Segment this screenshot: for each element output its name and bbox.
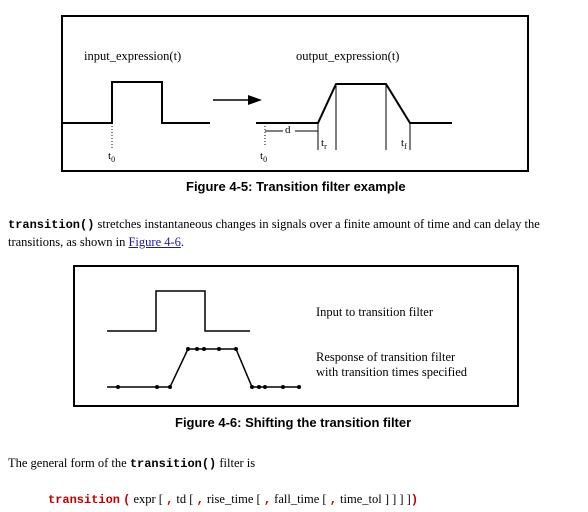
general-form-text-end: filter is (216, 456, 256, 470)
syntax-open-paren: ( (123, 493, 131, 507)
transition-keyword: transition() (8, 218, 95, 232)
figure-frame (61, 15, 529, 172)
input-to-filter-label: Input to transition filter (316, 305, 434, 319)
t0-label-left: t0 (108, 150, 115, 164)
syntax-comma: , (196, 493, 204, 507)
paragraph-text: stretches instantaneous changes in signa… (8, 217, 540, 249)
fall-time-label: tf (401, 137, 407, 151)
description-paragraph: transition() stretches instantaneous cha… (8, 216, 586, 251)
figure-frame (73, 265, 519, 407)
syntax-args: fall_time [ (274, 492, 327, 506)
sample-point (257, 385, 261, 389)
sample-point (263, 385, 267, 389)
general-form-text: The general form of the (8, 456, 130, 470)
syntax-line: transition ( expr [ , td [ , rise_time [… (48, 491, 418, 509)
figure-4-6-caption: Figure 4-6: Shifting the transition filt… (175, 415, 412, 430)
syntax-comma: , (329, 493, 337, 507)
response-label-line2: with transition times specified (316, 365, 468, 379)
sample-point (217, 347, 221, 351)
transition-keyword: transition() (129, 457, 217, 471)
syntax-close-paren: ) (410, 493, 419, 507)
output-expression-label: output_expression(t) (296, 49, 399, 63)
syntax-args: time_tol ] ] ] ] (340, 492, 411, 506)
sample-point (202, 347, 206, 351)
delay-label: d (285, 124, 291, 136)
response-waveform (107, 348, 300, 388)
sample-point (281, 385, 285, 389)
sample-point (155, 385, 159, 389)
syntax-args: expr [ (133, 492, 163, 506)
syntax-comma: , (166, 493, 174, 507)
figure-4-5-caption: Figure 4-5: Transition filter example (186, 179, 406, 194)
rise-time-label: tr (321, 137, 327, 151)
sample-point (234, 347, 238, 351)
sample-point (116, 385, 120, 389)
sample-point (168, 385, 172, 389)
paragraph-end: . (180, 235, 185, 249)
syntax-args: td [ (176, 492, 194, 506)
figure-4-6-diagram: Input to transition filter Response of t… (73, 265, 519, 407)
figure-4-6-link[interactable]: Figure 4-6 (128, 235, 181, 249)
syntax-args: rise_time [ (206, 492, 261, 506)
output-waveform (256, 83, 452, 124)
response-label-line1: Response of transition filter (316, 350, 456, 364)
input-pulse-waveform (63, 81, 210, 124)
input-step-waveform (107, 290, 250, 332)
t0-label-right: t0 (260, 150, 267, 164)
syntax-keyword: transition (48, 493, 121, 507)
arrow-head-icon (248, 95, 262, 105)
sample-point (297, 385, 301, 389)
figure-4-5-diagram: input_expression(t) output_expression(t)… (61, 15, 529, 172)
sample-point (186, 347, 190, 351)
general-form-sentence: The general form of the transition() fil… (8, 455, 255, 473)
sample-point (250, 385, 254, 389)
response-sample-points (116, 347, 301, 389)
syntax-comma: , (263, 493, 272, 507)
input-expression-label: input_expression(t) (84, 49, 181, 63)
sample-point (195, 347, 199, 351)
